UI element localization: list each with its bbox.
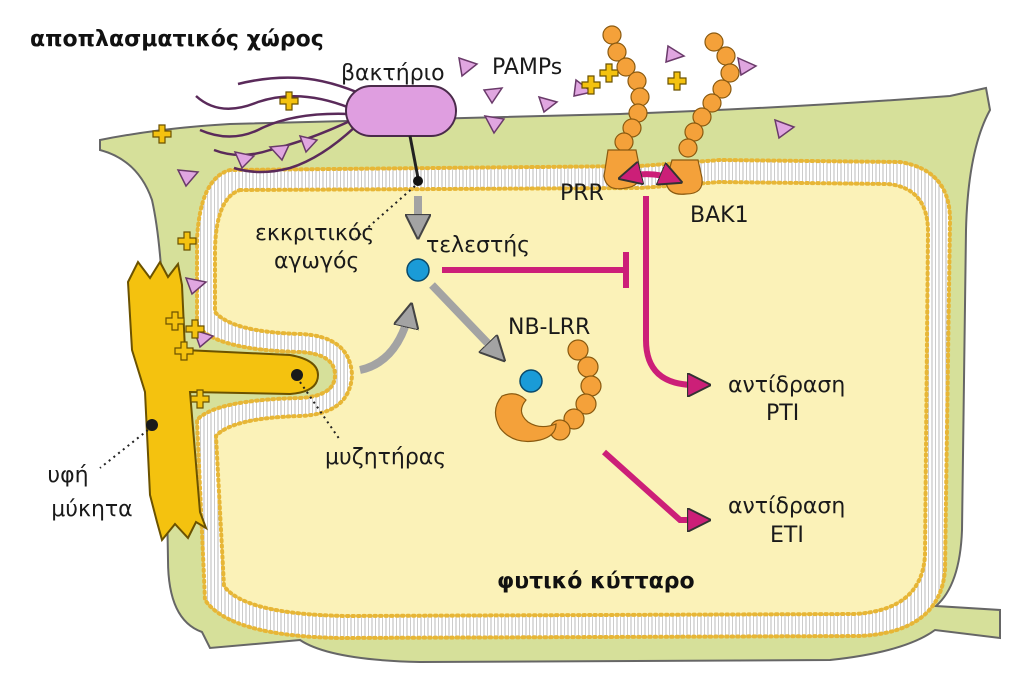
haustorium-nucleus bbox=[291, 369, 303, 381]
plant-cell-label: φυτικό κύτταρο bbox=[497, 569, 695, 594]
pamps-label: PAMPs bbox=[492, 55, 562, 80]
effector-crosses bbox=[152, 63, 687, 409]
hypha-nucleus bbox=[146, 419, 158, 431]
apoplast-label: αποπλασματικός χώρος bbox=[30, 27, 324, 52]
fungal-hypha bbox=[126, 260, 320, 543]
secretion-system-label-line2: αγωγός bbox=[274, 249, 359, 274]
secretion-system-label-line1: εκκριτικός bbox=[255, 221, 374, 246]
cytoplasm bbox=[213, 179, 931, 619]
hypha-leader bbox=[99, 429, 149, 469]
effector-label: τελεστής bbox=[426, 233, 530, 258]
prr-label: PRR bbox=[560, 181, 604, 206]
fungal-hypha-label-line2: μύκητα bbox=[51, 497, 132, 522]
fungal-hypha-label-line1: υφή bbox=[47, 463, 88, 488]
effector-recognition-arrow bbox=[429, 282, 500, 356]
bak1-label: BAK1 bbox=[690, 203, 749, 228]
haustorium-delivery-arrow bbox=[359, 310, 410, 374]
eti-response-label-line1: αντίδραση bbox=[728, 494, 845, 519]
haustorium-label: μυζητήρας bbox=[325, 445, 446, 470]
bacterium-label: βακτήριο bbox=[341, 61, 445, 86]
pti-response-label-line2: PTI bbox=[766, 401, 799, 426]
nblrr-label: NB-LRR bbox=[508, 315, 590, 340]
eti-response-arrow bbox=[601, 449, 704, 520]
prr-bak1-interaction-arrow bbox=[625, 174, 676, 180]
secretion-leader bbox=[355, 185, 416, 239]
eti-response-label-line2: ETI bbox=[770, 523, 804, 548]
pti-response-arrow bbox=[643, 196, 704, 385]
nblrr-bound-effector bbox=[519, 369, 543, 393]
pti-response-label-line1: αντίδραση bbox=[728, 373, 845, 398]
bacterium bbox=[195, 76, 457, 186]
effector-molecule bbox=[406, 258, 430, 282]
nblrr-receptor bbox=[494, 339, 602, 443]
effector-inhibition bbox=[442, 252, 629, 288]
